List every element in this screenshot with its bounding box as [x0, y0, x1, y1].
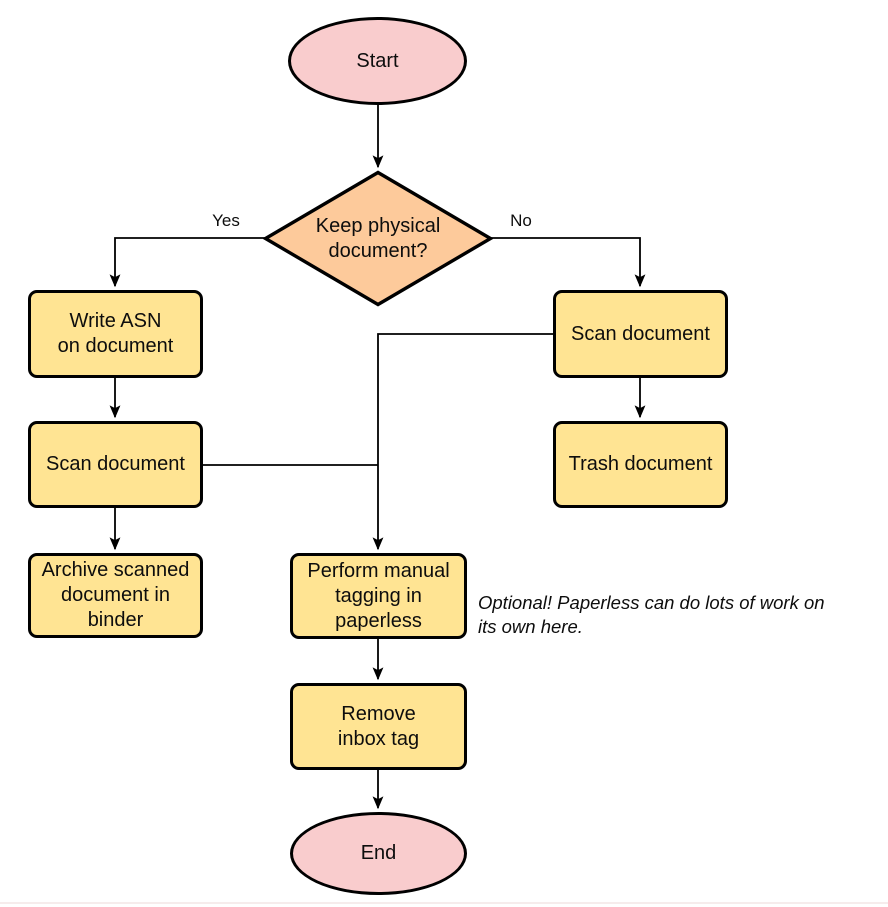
node-scan-document-right-label: Scan document: [571, 322, 710, 345]
node-archive-in-binder: Archive scanned document in binder: [28, 553, 203, 638]
edge-decision-yes-to-write-asn: [109, 237, 265, 288]
node-write-asn-label: Write ASN on document: [57, 310, 174, 357]
node-scan-document-left-label: Scan document: [46, 453, 185, 475]
edge-label-no: No: [510, 211, 532, 230]
node-decision-label: Keep physical document?: [315, 214, 441, 262]
node-scan-document-right: Scan document: [553, 290, 728, 378]
node-trash-document-label: Trash document: [568, 453, 713, 475]
node-manual-tagging: Perform manual tagging in paperless: [290, 553, 467, 639]
node-decision-keep-physical-document: Keep physical document?: [263, 170, 493, 307]
node-end: End: [290, 812, 467, 895]
node-scan-document-left: Scan document: [28, 421, 203, 508]
node-archive-in-binder-label: Archive scanned document in binder: [41, 559, 190, 631]
edge-label-yes: Yes: [212, 211, 240, 230]
node-start: Start: [288, 17, 467, 105]
annotation-optional-note: Optional! Paperless can do lots of work …: [478, 592, 825, 637]
bottom-divider: [0, 902, 888, 904]
node-remove-inbox-tag-label: Remove inbox tag: [337, 702, 420, 750]
node-remove-inbox-tag: Remove inbox tag: [290, 683, 467, 770]
node-end-label: End: [360, 842, 397, 864]
node-start-label: Start: [356, 49, 399, 72]
node-write-asn: Write ASN on document: [28, 290, 203, 378]
diamond-shape: [263, 170, 493, 307]
edge-decision-no-to-scan-right: [490, 237, 646, 288]
node-manual-tagging-label: Perform manual tagging in paperless: [307, 559, 450, 632]
edge-scan-right-to-tagging: [372, 333, 553, 551]
node-trash-document: Trash document: [553, 421, 728, 508]
